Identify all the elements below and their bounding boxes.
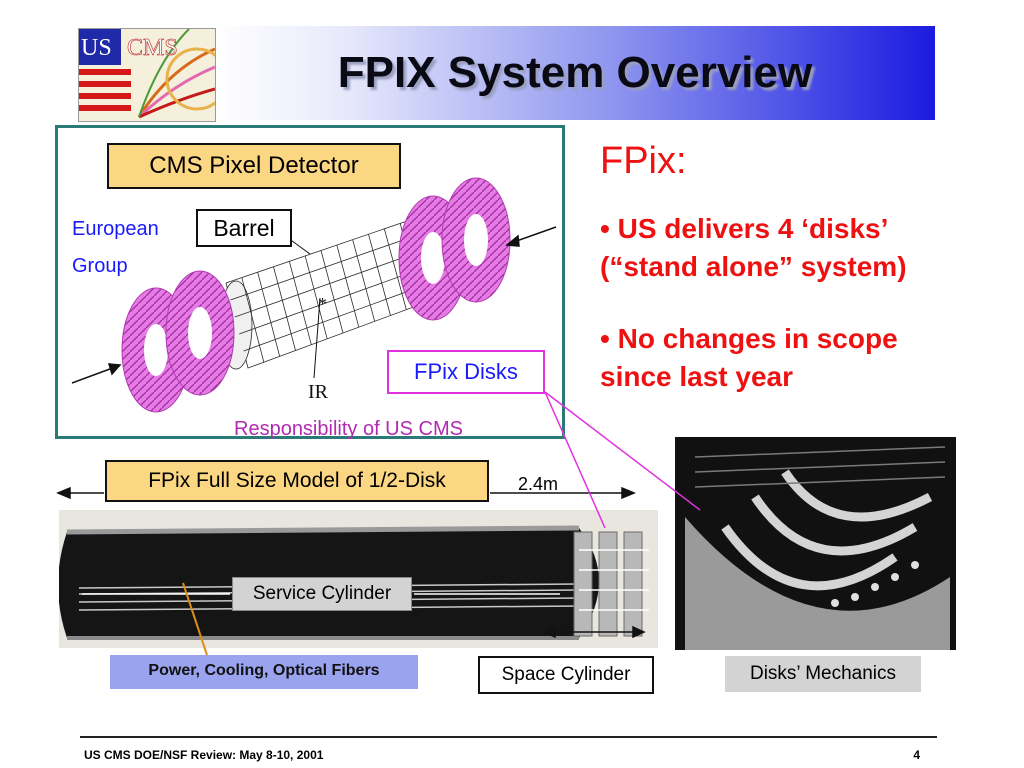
barrel-grid-line <box>243 281 434 352</box>
disks-mechanics-graphic <box>675 437 956 650</box>
us-cms-logo: US CMS <box>78 28 216 122</box>
barrel-grid-line <box>336 244 360 328</box>
responsibility-label: Responsibility of US CMS <box>234 418 463 440</box>
title-banner: FPIX System Overview <box>215 26 935 120</box>
barrel-grid-line <box>234 249 425 318</box>
barrel-grid-line <box>320 250 344 334</box>
length-label: 2.4m <box>518 474 559 494</box>
barrel-cylinder <box>219 217 442 370</box>
barrel-grid-line <box>383 228 407 310</box>
barrel-grid-line <box>352 239 376 322</box>
disks-mechanics-label: Disks’ Mechanics <box>725 656 921 692</box>
bullet-line1: US delivers 4 ‘disks’ <box>617 213 889 244</box>
bullet-us-delivers: • US delivers 4 ‘disks’ (“stand alone” s… <box>600 210 1010 286</box>
barrel-grid-line <box>239 265 430 335</box>
footer-review-text: US CMS DOE/NSF Review: May 8-10, 2001 <box>84 748 324 762</box>
pixel-detector-illustration: * IR European Group <box>71 177 557 413</box>
barrel-grid-line <box>368 234 391 316</box>
barrel-grid-line <box>241 277 265 363</box>
bullet-no-changes: • No changes in scope since last year <box>600 320 1010 396</box>
barrel-grid-line <box>273 266 296 351</box>
bullet-line2: (“stand alone” system) <box>600 251 907 282</box>
space-cylinder-label: Space Cylinder <box>478 656 654 694</box>
service-cylinder-label: Service Cylinder <box>232 577 412 611</box>
power-cooling-fibers-label: Power, Cooling, Optical Fibers <box>110 655 418 689</box>
disk-arrows <box>71 226 557 384</box>
logo-cms-text: CMS <box>127 35 178 61</box>
logo-us-text: US <box>81 35 112 61</box>
bullet-marker: • <box>600 213 610 244</box>
disks-mechanics-photo <box>675 437 956 650</box>
us-cms-logo-graphic: US CMS <box>79 29 215 121</box>
slide-title: FPIX System Overview <box>337 48 813 97</box>
detector-panel: * IR European Group Responsibility of US… <box>55 125 565 440</box>
page-number: 4 <box>913 748 920 762</box>
cms-pixel-detector-label: CMS Pixel Detector <box>107 143 401 189</box>
barrel-grid-line <box>288 261 312 345</box>
ir-label: IR <box>308 381 329 403</box>
ir-star: * <box>318 294 327 314</box>
barrel-grid-line <box>230 233 421 301</box>
fpix-disks-left <box>121 270 235 413</box>
fpix-disks-right <box>398 177 511 321</box>
barrel-grid-line <box>257 272 281 357</box>
bullet-marker: • <box>600 323 610 354</box>
footer-rule <box>80 736 937 738</box>
bullet-line2: since last year <box>600 361 794 392</box>
full-size-model-label: FPix Full Size Model of 1/2-Disk <box>105 460 489 502</box>
european-line1: European <box>72 218 159 240</box>
bullet-line1: No changes in scope <box>617 323 898 354</box>
barrel-grid-line <box>304 255 328 339</box>
fpix-heading: FPix: <box>600 140 687 182</box>
european-line2: Group <box>72 255 128 277</box>
barrel-label: Barrel <box>196 209 292 247</box>
ir-pointer-line <box>313 297 321 379</box>
fpix-disks-label: FPix Disks <box>387 350 545 394</box>
